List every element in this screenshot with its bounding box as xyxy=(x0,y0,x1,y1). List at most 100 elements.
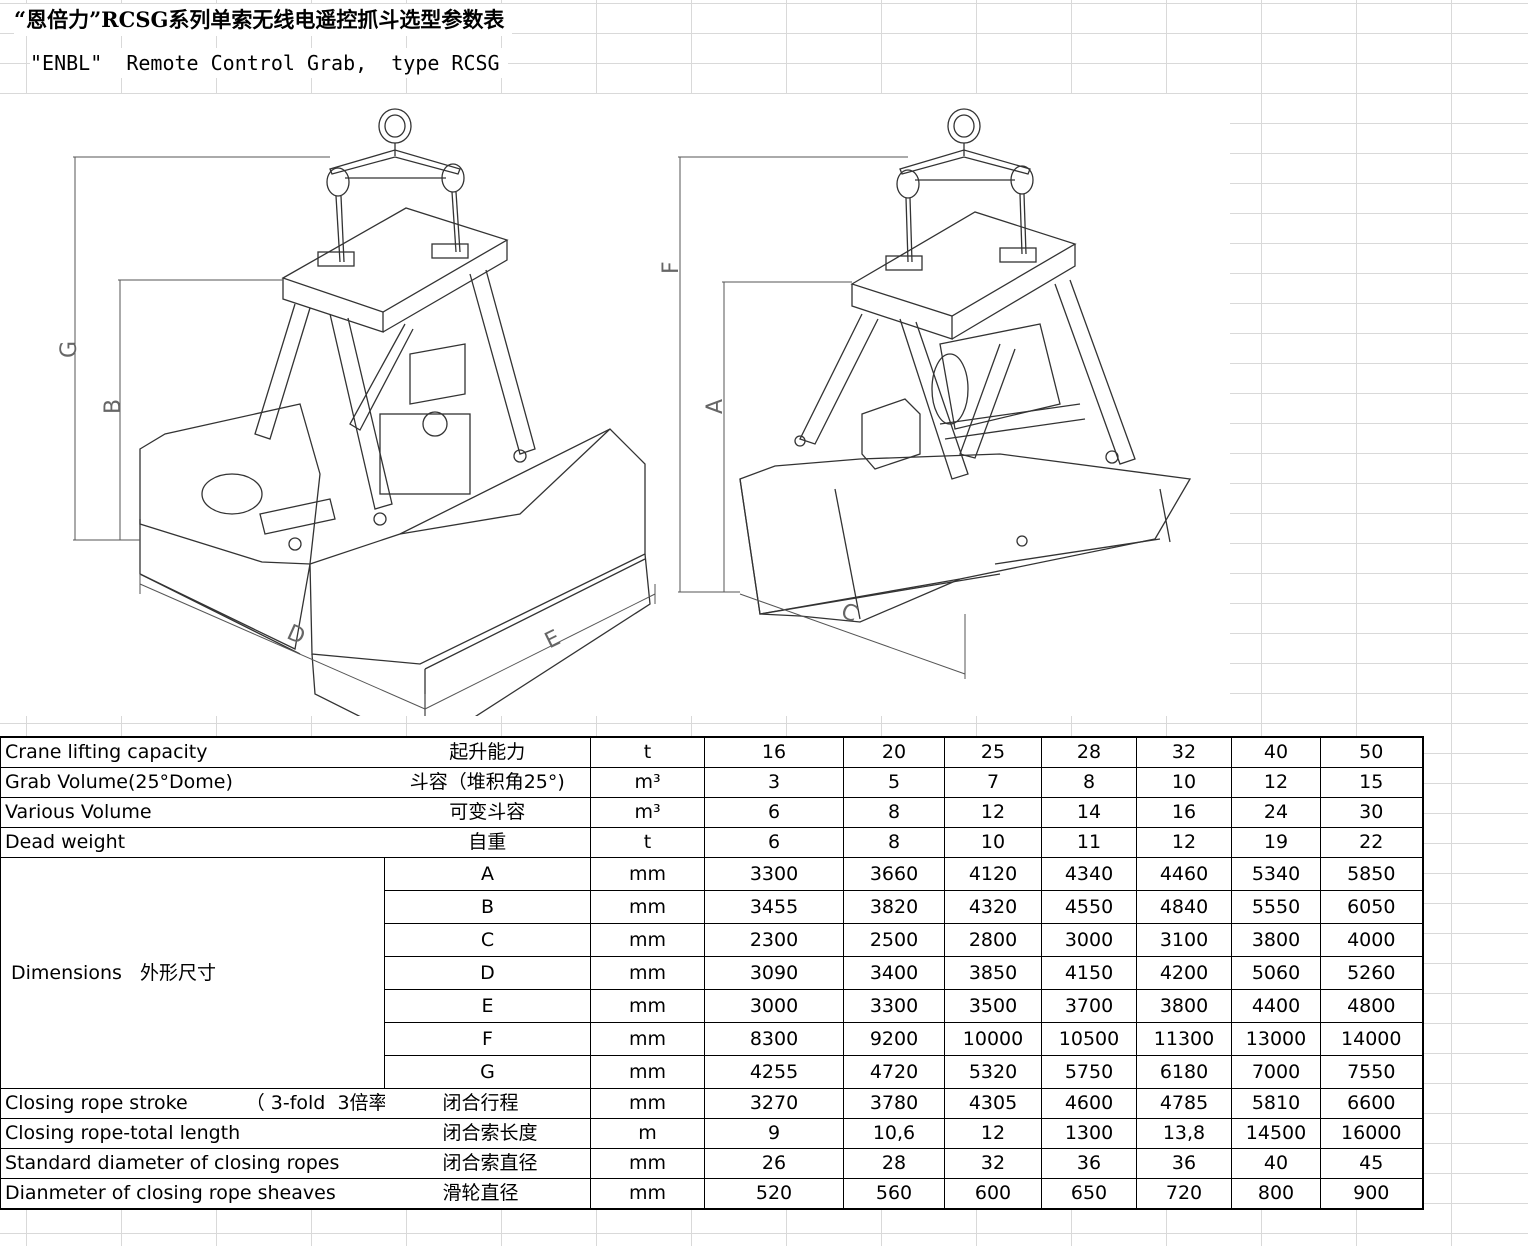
value-cell: 4800 xyxy=(1320,989,1423,1023)
value-cell: 9 xyxy=(704,1118,844,1149)
unit-cell: m³ xyxy=(590,797,705,828)
value-cell: 4720 xyxy=(843,1055,945,1089)
grab-open-view: G B D E xyxy=(57,108,656,716)
table-row: Dimensions 外形尺寸 A mm 3300 3660 4120 4340… xyxy=(0,857,1423,1089)
unit-cell: mm xyxy=(590,890,705,924)
value-cell: 3455 xyxy=(704,890,844,924)
table-row: Dead weight 自重 t 6 8 10 11 12 19 22 xyxy=(0,827,1423,858)
value-cell: 40 xyxy=(1231,737,1321,768)
value-cell: 12 xyxy=(1231,767,1321,798)
value-cell: 40 xyxy=(1231,1148,1321,1179)
value-cell: 1300 xyxy=(1041,1118,1137,1149)
grab-closed-view: F A C xyxy=(659,108,1192,679)
value-cell: 4400 xyxy=(1231,989,1321,1023)
value-cell: 11300 xyxy=(1136,1022,1232,1056)
value-cell: 6600 xyxy=(1320,1088,1423,1119)
value-cell: 28 xyxy=(843,1148,945,1179)
sheet-title-english: "ENBL" Remote Control Grab, type RCSG xyxy=(30,48,508,78)
unit-cell: t xyxy=(590,827,705,858)
value-cell: 8 xyxy=(843,827,945,858)
value-cell: 16 xyxy=(1136,797,1232,828)
dim-label-c: C xyxy=(838,599,861,628)
value-cell: 8300 xyxy=(704,1022,844,1056)
value-cell: 6 xyxy=(704,797,844,828)
value-cell: 5340 xyxy=(1231,857,1321,891)
value-cell: 36 xyxy=(1136,1148,1232,1179)
dimension-key: C xyxy=(384,923,591,957)
unit-cell: mm xyxy=(590,1022,705,1056)
value-cell: 28 xyxy=(1041,737,1137,768)
row-label-cn: 自重 xyxy=(384,827,591,858)
value-cell: 3800 xyxy=(1231,923,1321,957)
row-label-en: Grab Volume(25°Dome) xyxy=(0,767,385,798)
row-label-en: Closing rope-total length xyxy=(0,1118,385,1149)
value-cell: 10 xyxy=(944,827,1042,858)
value-cell: 16 xyxy=(704,737,844,768)
value-cell: 3660 xyxy=(843,857,945,891)
rope-stroke-note: （ 3-fold 3倍率 ） xyxy=(245,1092,385,1114)
value-cell: 10,6 xyxy=(843,1118,945,1149)
value-cell: 5320 xyxy=(944,1055,1042,1089)
value-cell: 4150 xyxy=(1041,956,1137,990)
value-cell: 5750 xyxy=(1041,1055,1137,1089)
value-cell: 7 xyxy=(944,767,1042,798)
value-cell: 45 xyxy=(1320,1148,1423,1179)
value-cell: 19 xyxy=(1231,827,1321,858)
unit-cell: mm xyxy=(590,1088,705,1119)
value-cell: 25 xyxy=(944,737,1042,768)
value-cell: 5810 xyxy=(1231,1088,1321,1119)
value-cell: 12 xyxy=(944,1118,1042,1149)
unit-cell: mm xyxy=(590,1148,705,1179)
value-cell: 4785 xyxy=(1136,1088,1232,1119)
dimension-key: A xyxy=(384,857,591,891)
value-cell: 12 xyxy=(1136,827,1232,858)
value-cell: 32 xyxy=(944,1148,1042,1179)
value-cell: 900 xyxy=(1320,1178,1423,1210)
value-cell: 4000 xyxy=(1320,923,1423,957)
unit-cell: mm xyxy=(590,1178,705,1210)
value-cell: 50 xyxy=(1320,737,1423,768)
value-cell: 3270 xyxy=(704,1088,844,1119)
value-cell: 8 xyxy=(1041,767,1137,798)
value-cell: 6180 xyxy=(1136,1055,1232,1089)
value-cell: 3780 xyxy=(843,1088,945,1119)
value-cell: 4200 xyxy=(1136,956,1232,990)
row-label-en: Various Volume xyxy=(0,797,385,828)
dim-label-f: F xyxy=(659,261,684,274)
value-cell: 3800 xyxy=(1136,989,1232,1023)
value-cell: 3850 xyxy=(944,956,1042,990)
value-cell: 13000 xyxy=(1231,1022,1321,1056)
value-cell: 13,8 xyxy=(1136,1118,1232,1149)
row-label-en: Standard diameter of closing ropes xyxy=(0,1148,385,1179)
unit-cell: m³ xyxy=(590,767,705,798)
value-cell: 32 xyxy=(1136,737,1232,768)
rope-stroke-label: Closing rope stroke xyxy=(5,1092,188,1114)
value-cell: 720 xyxy=(1136,1178,1232,1210)
value-cell: 5060 xyxy=(1231,956,1321,990)
unit-cell: mm xyxy=(590,857,705,891)
row-label-cn: 可变斗容 xyxy=(384,797,591,828)
table-row: Dianmeter of closing rope sheaves 滑轮直径 m… xyxy=(0,1178,1423,1210)
value-cell: 3300 xyxy=(704,857,844,891)
value-cell: 3090 xyxy=(704,956,844,990)
row-label-cn: 滑轮直径 xyxy=(384,1178,591,1210)
unit-cell: mm xyxy=(590,923,705,957)
value-cell: 650 xyxy=(1041,1178,1137,1210)
value-cell: 3700 xyxy=(1041,989,1137,1023)
table-row: Closing rope-total length 闭合索长度 m 9 10,6… xyxy=(0,1118,1423,1149)
row-label-cn: 闭合索直径 xyxy=(384,1148,591,1179)
value-cell: 20 xyxy=(843,737,945,768)
value-cell: 4255 xyxy=(704,1055,844,1089)
table-row: B mm 3455 3820 4320 4550 4840 5550 6050 xyxy=(1,890,1423,924)
table-row: Standard diameter of closing ropes 闭合索直径… xyxy=(0,1148,1423,1179)
row-label-en: Closing rope stroke （ 3-fold 3倍率 ） xyxy=(0,1088,385,1119)
value-cell: 10000 xyxy=(944,1022,1042,1056)
value-cell: 4460 xyxy=(1136,857,1232,891)
value-cell: 11 xyxy=(1041,827,1137,858)
dim-label-b: B xyxy=(101,399,126,414)
grab-technical-drawing: G B D E xyxy=(0,94,1230,716)
table-row: F mm 8300 9200 10000 10500 11300 13000 1… xyxy=(1,1022,1423,1056)
value-cell: 4840 xyxy=(1136,890,1232,924)
table-row: Closing rope stroke （ 3-fold 3倍率 ） 闭合行程 … xyxy=(0,1088,1423,1119)
table-row: Grab Volume(25°Dome) 斗容（堆积角25°) m³ 3 5 7… xyxy=(0,767,1423,798)
